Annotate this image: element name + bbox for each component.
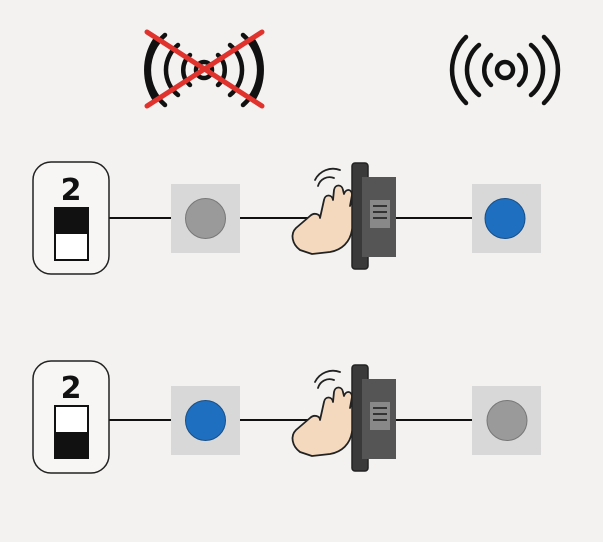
wall-switch-device [351,364,396,472]
indicator-light-off [185,198,226,239]
diagram-row-2: 2 [32,360,541,474]
signal-icon [449,34,561,106]
switch-toggle-fill [55,208,88,234]
switch-number-label: 2 [61,173,82,208]
no-signal-icon [144,29,265,109]
wall-switch-device [351,162,396,270]
hand-wave-icon [291,369,358,457]
diagram-row-1: 2 [32,161,541,275]
indicator-left [171,386,240,455]
indicator-left [171,184,240,253]
indicator-right [472,184,541,253]
hand-wave-icon [291,167,358,255]
indicator-light-on [185,400,226,441]
dip-switch-panel: 2 [32,161,110,275]
indicator-light-on [484,198,526,239]
indicator-light-off [486,400,528,441]
switch-number-label: 2 [61,371,82,406]
indicator-right [472,386,541,455]
dip-switch-panel: 2 [32,360,110,474]
switch-toggle-fill [55,432,88,458]
